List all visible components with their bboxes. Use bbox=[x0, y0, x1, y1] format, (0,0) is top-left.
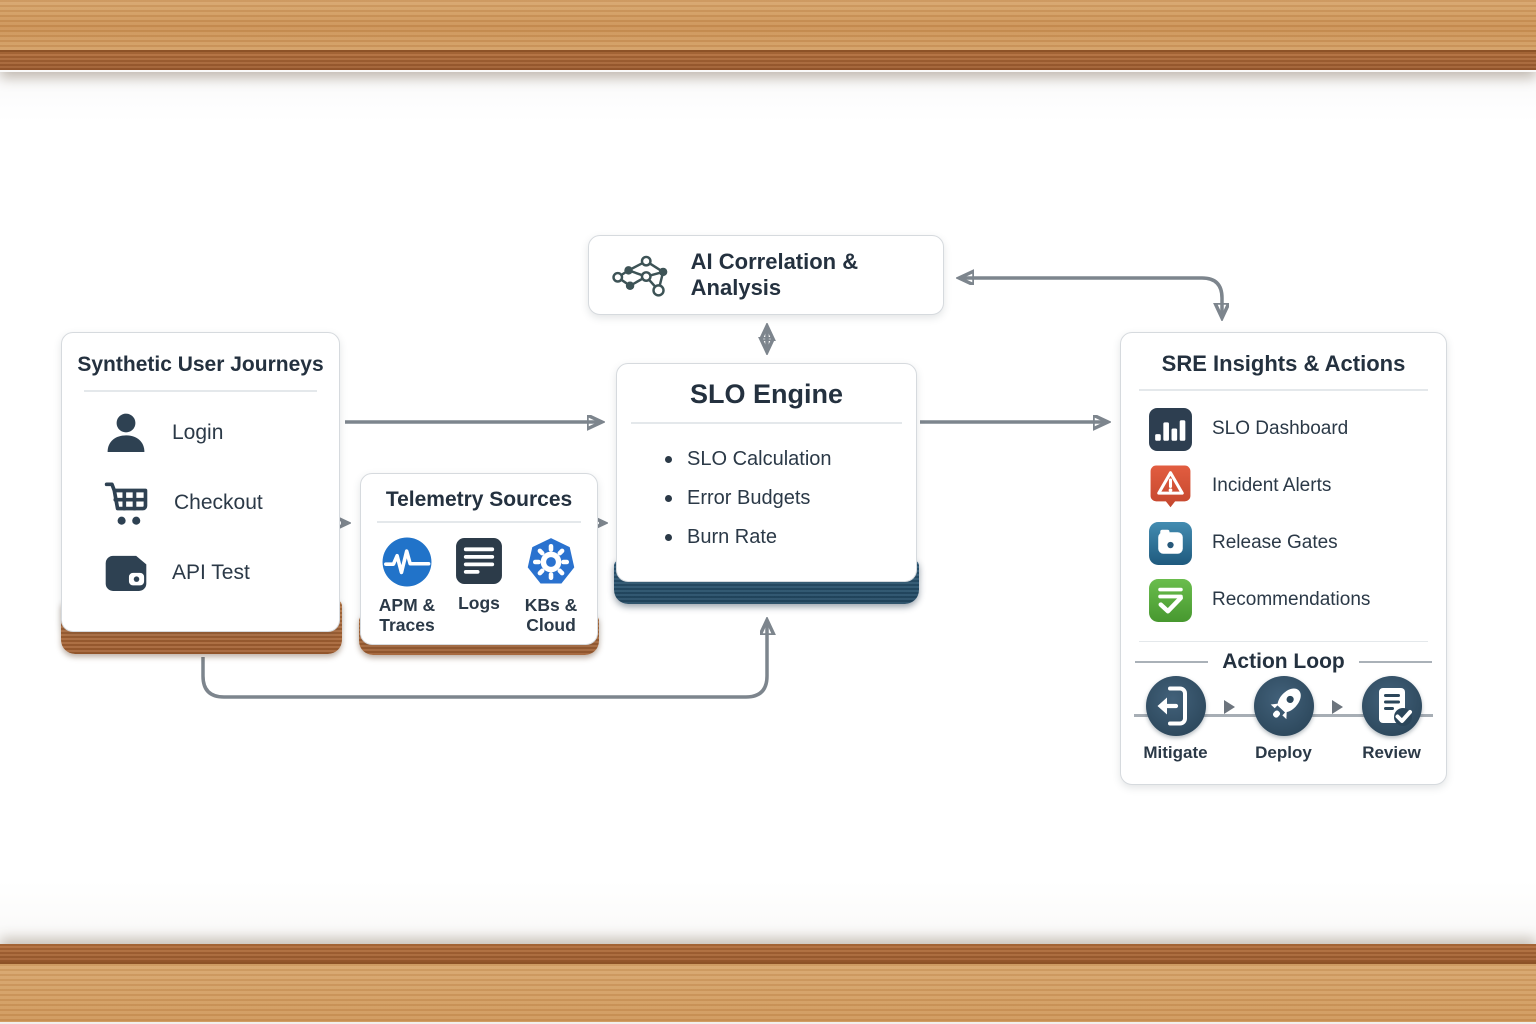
pulse-waveform-icon bbox=[382, 537, 432, 586]
network-graph-icon bbox=[612, 255, 668, 297]
action-step-label: Review bbox=[1362, 743, 1421, 762]
divider bbox=[1139, 389, 1428, 391]
review-doc-icon bbox=[1361, 676, 1422, 736]
bullet-label: SLO Calculation bbox=[687, 447, 832, 470]
telemetry-item-logs: Logs bbox=[443, 537, 515, 635]
sre-insights-box: SRE Insights & Actions SLO Dashboard bbox=[1120, 332, 1447, 785]
bullet-label: Burn Rate bbox=[687, 525, 778, 548]
wood-frame-bottom bbox=[0, 944, 1536, 1024]
header-line-left bbox=[1135, 661, 1209, 663]
action-loop-row: Mitigate Deploy bbox=[1121, 676, 1446, 762]
action-step-label: Deploy bbox=[1255, 743, 1312, 762]
release-box-icon bbox=[1149, 521, 1192, 565]
credit-card-icon bbox=[105, 555, 147, 591]
action-step-deploy: Deploy bbox=[1235, 675, 1332, 763]
sre-item-slo-dashboard: SLO Dashboard bbox=[1121, 401, 1446, 458]
slo-box-title: SLO Engine bbox=[689, 379, 843, 409]
journey-label: Checkout bbox=[174, 490, 263, 514]
rocket-icon bbox=[1253, 676, 1314, 736]
step-arrow-icon bbox=[1224, 700, 1235, 714]
bar-chart-icon bbox=[1149, 407, 1192, 451]
journey-label: Login bbox=[172, 420, 224, 444]
sre-item-incident-alerts: Incident Alerts bbox=[1121, 458, 1446, 515]
synthetic-box-title: Synthetic User Journeys bbox=[77, 353, 324, 376]
action-step-label: Mitigate bbox=[1143, 743, 1208, 762]
divider bbox=[631, 422, 902, 424]
user-icon bbox=[107, 413, 145, 452]
slo-bullet-burn-rate: Burn Rate bbox=[665, 518, 916, 557]
shopping-cart-icon bbox=[104, 482, 148, 525]
sre-box-title: SRE Insights & Actions bbox=[1161, 351, 1406, 376]
arrow-sre-ai-bidirectional bbox=[961, 278, 1222, 316]
telemetry-label: APM & Traces bbox=[378, 594, 436, 635]
header-line-right bbox=[1358, 661, 1433, 663]
logs-icon bbox=[456, 537, 502, 584]
sre-item-label: Incident Alerts bbox=[1212, 475, 1332, 496]
synthetic-journeys-box: Synthetic User Journeys Login bbox=[61, 332, 340, 632]
sre-item-recommendations: Recommendations bbox=[1121, 572, 1446, 629]
divider bbox=[84, 390, 317, 392]
arrow-feedback-loop-to-slo bbox=[201, 622, 767, 699]
telemetry-item-apm: APM & Traces bbox=[371, 537, 443, 635]
wood-frame-top bbox=[0, 0, 1536, 72]
telemetry-label: KBs & Cloud bbox=[524, 594, 578, 635]
bullet-dot bbox=[665, 533, 672, 541]
journey-item-checkout: Checkout bbox=[62, 468, 339, 538]
ai-correlation-box: AI Correlation & Analysis bbox=[588, 235, 944, 315]
sre-item-label: SLO Dashboard bbox=[1212, 418, 1349, 439]
telemetry-label: Logs bbox=[458, 592, 500, 613]
alert-triangle-icon bbox=[1150, 465, 1191, 507]
telemetry-item-kbs-cloud: KBs & Cloud bbox=[515, 537, 587, 635]
journey-item-api-test: API Test bbox=[62, 538, 339, 608]
action-step-mitigate: Mitigate bbox=[1127, 675, 1224, 763]
slo-engine-box: SLO Engine SLO Calculation Error Budgets… bbox=[616, 363, 917, 582]
kubernetes-gear-icon bbox=[527, 537, 575, 584]
divider bbox=[1139, 640, 1428, 642]
journey-item-login: Login bbox=[62, 398, 339, 468]
sre-item-label: Release Gates bbox=[1212, 532, 1338, 553]
bullet-dot bbox=[665, 494, 672, 502]
bullet-dot bbox=[665, 455, 672, 463]
sre-item-label: Recommendations bbox=[1212, 589, 1371, 610]
telemetry-sources-box: Telemetry Sources APM & Traces Logs bbox=[360, 473, 598, 645]
action-step-review: Review bbox=[1343, 675, 1440, 763]
step-arrow-icon bbox=[1332, 700, 1343, 714]
telemetry-box-title: Telemetry Sources bbox=[385, 488, 573, 511]
action-loop-header: Action Loop bbox=[1121, 650, 1446, 674]
action-loop-title: Action Loop bbox=[1222, 650, 1345, 673]
ai-box-title: AI Correlation & Analysis bbox=[690, 249, 859, 300]
rollback-icon bbox=[1145, 676, 1206, 736]
bullet-label: Error Budgets bbox=[687, 486, 811, 509]
checklist-icon bbox=[1149, 578, 1192, 622]
slo-bullet-calculation: SLO Calculation bbox=[665, 440, 916, 479]
sre-item-release-gates: Release Gates bbox=[1121, 515, 1446, 572]
journey-label: API Test bbox=[172, 560, 250, 584]
divider bbox=[377, 521, 581, 523]
slo-bullet-error-budgets: Error Budgets bbox=[665, 479, 916, 518]
